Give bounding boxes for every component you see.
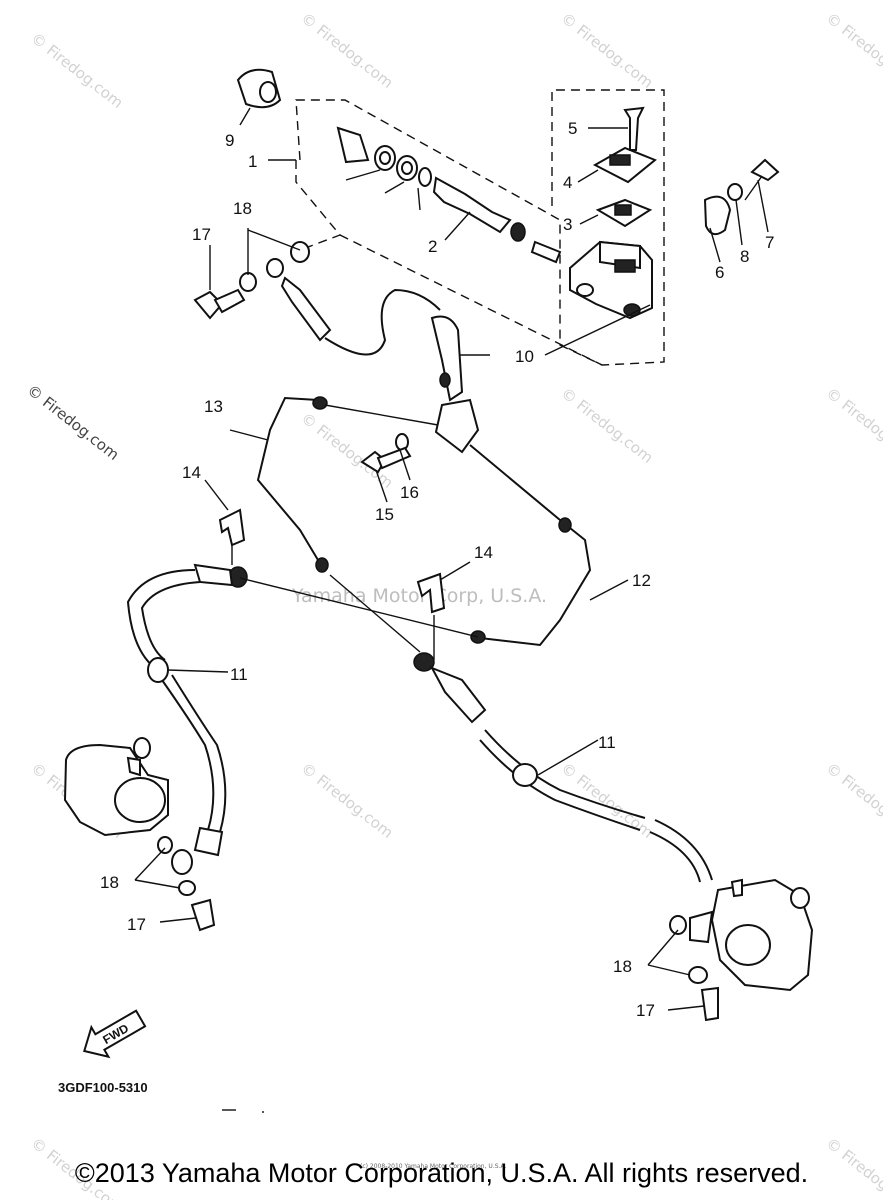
boot-part — [236, 68, 282, 126]
master-cylinder-body — [569, 240, 653, 320]
brake-hose-left — [126, 563, 479, 875]
clip-14-center — [416, 572, 446, 660]
caliper-right — [669, 878, 814, 1022]
callout-label: 7 — [765, 233, 774, 252]
watermark: © Firedog.com — [298, 9, 397, 92]
callout-label: 9 — [225, 131, 234, 150]
watermark: © Firedog.com — [823, 759, 883, 842]
brake-pipe-13 — [256, 396, 439, 573]
callout-label: 18 — [100, 873, 119, 892]
callout-label: 13 — [204, 397, 223, 416]
callout-label: 14 — [182, 463, 201, 482]
brake-hose-right — [329, 574, 713, 883]
callout-label: 11 — [598, 733, 616, 752]
callout-label: 4 — [563, 173, 572, 192]
callout-label: 8 — [740, 247, 749, 266]
union-bolt-top — [193, 228, 310, 320]
callout-label: 3 — [563, 215, 572, 234]
brake-hose-top — [266, 258, 480, 454]
fwd-arrow: FWD — [83, 1009, 147, 1059]
callout-label: 17 — [636, 1001, 655, 1020]
watermark: © Firedog.com — [298, 409, 397, 492]
watermark: © Firedog.com — [823, 9, 883, 92]
callout-label: 17 — [127, 915, 146, 934]
watermark: © Firedog.com — [298, 759, 397, 842]
callout-label: 14 — [474, 543, 493, 562]
watermark: © Firedog.com — [558, 384, 657, 467]
callout-label: 5 — [568, 119, 577, 138]
leader-lines — [134, 127, 769, 1011]
piston-kit — [336, 126, 562, 264]
callout-label: 17 — [192, 225, 211, 244]
clip-14-left — [218, 508, 246, 565]
callout-label: 18 — [233, 199, 252, 218]
callout-label: 15 — [375, 505, 394, 524]
diagram-code: 3GDF100-5310 — [58, 1080, 148, 1095]
callouts: 1 2 3 4 5 6 7 8 9 10 11 11 12 13 14 14 1… — [100, 119, 774, 1020]
callout-label: 16 — [400, 483, 419, 502]
fine-print: (c) 2008-2010 Yamaha Motor Corporation, … — [360, 1163, 507, 1170]
watermark-center: Yamaha Motor Corp, U.S.A. — [291, 585, 547, 607]
callout-label: 2 — [428, 237, 437, 256]
callout-label: 18 — [613, 957, 632, 976]
caliper-left — [63, 737, 216, 932]
brake-pipe-12 — [469, 444, 592, 647]
watermark: © Firedog.com — [823, 384, 883, 467]
callout-label: 1 — [248, 152, 257, 171]
watermark: © Firedog.com — [28, 29, 127, 112]
callout-label: 6 — [715, 263, 724, 282]
reservoir-cap-parts — [592, 106, 657, 228]
watermark: © Firedog.com — [558, 9, 657, 92]
watermark-left: © Firedog.com — [24, 381, 123, 464]
copyright-notice: ©2013 Yamaha Motor Corporation, U.S.A. A… — [74, 1158, 809, 1188]
bolt-15-washer-16 — [360, 433, 412, 474]
watermark: © Firedog.com — [558, 759, 657, 842]
callout-label: 12 — [632, 571, 651, 590]
master-cylinder-group — [295, 89, 665, 366]
callout-label: 10 — [515, 347, 534, 366]
clamp-parts — [703, 158, 780, 236]
callout-label: 11 — [230, 665, 248, 684]
